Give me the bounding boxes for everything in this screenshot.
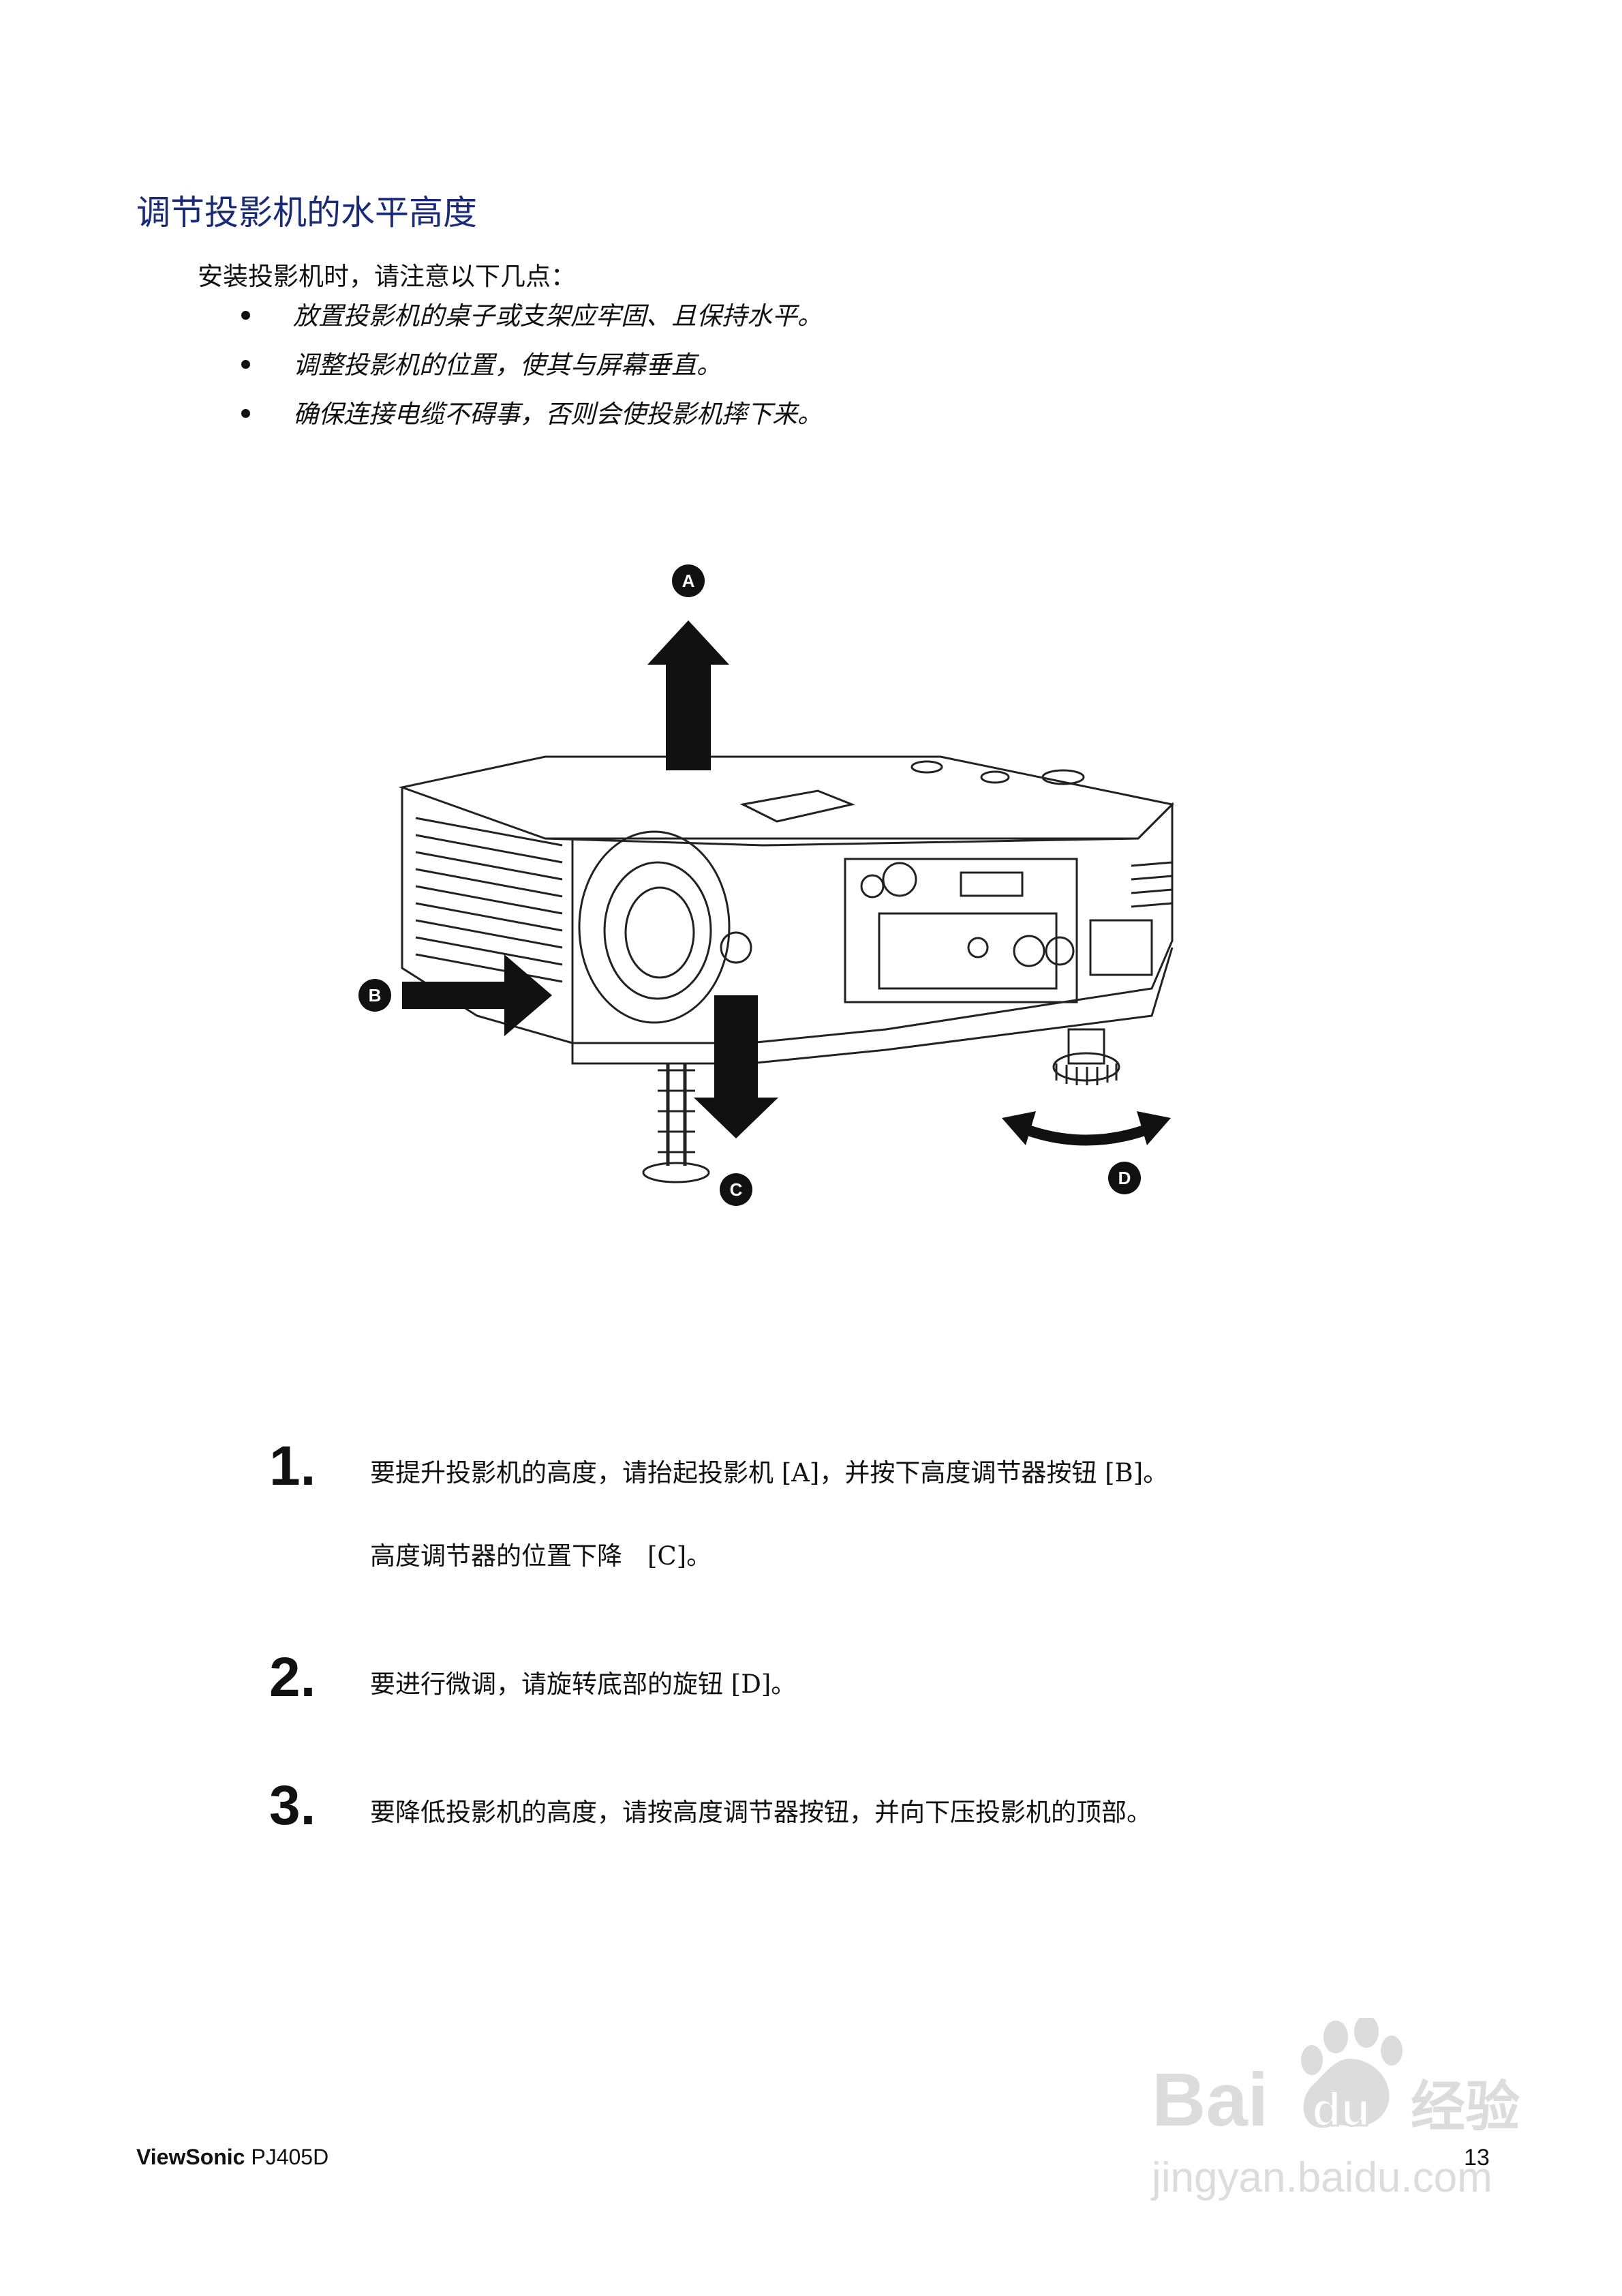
arrow-d-rotate [1020, 1123, 1152, 1146]
label-b: B [369, 985, 382, 1006]
label-b-badge: B [358, 979, 391, 1012]
arrow-a-up [647, 620, 729, 770]
list-item: 调整投影机的位置，使其与屏幕垂直。 [232, 345, 823, 394]
svg-text:经验: 经验 [1411, 2075, 1520, 2139]
arrow-c-down [694, 995, 778, 1138]
label-d: D [1118, 1168, 1131, 1188]
list-item: 确保连接电缆不碍事，否则会使投影机摔下来。 [232, 394, 823, 443]
bullet-list: 放置投影机的桌子或支架应牢固、且保持水平。 调整投影机的位置，使其与屏幕垂直。 … [232, 296, 823, 443]
projector-side-panel [572, 802, 1174, 1044]
svg-text:Bai: Bai [1152, 2058, 1268, 2142]
label-c: C [730, 1179, 743, 1200]
step-number: 3. [269, 1774, 316, 1837]
step-text: 要提升投影机的高度，请抬起投影机 [A]，并按下高度调节器按钮 [B]。 [370, 1458, 1169, 1487]
model-name: PJ405D [251, 2145, 329, 2169]
brand-name: ViewSonic [136, 2145, 245, 2169]
arrow-b-right [402, 954, 552, 1036]
step-number: 1. [269, 1435, 316, 1497]
bullet-text: 确保连接电缆不碍事，否则会使投影机摔下来。 [293, 399, 823, 429]
front-vents [415, 817, 563, 983]
lens [578, 830, 731, 1024]
bullet-text: 调整投影机的位置，使其与屏幕垂直。 [293, 350, 722, 380]
bullet-text: 放置投影机的桌子或支架应牢固、且保持水平。 [293, 301, 823, 331]
baidu-watermark-logo: Bai du 经验 jingyan.baidu.com [1150, 2018, 1520, 2201]
step-number: 2. [269, 1646, 316, 1708]
bullet-dot-icon [241, 360, 250, 369]
bullet-dot-icon [241, 409, 250, 418]
step-text: 要进行微调，请旋转底部的旋钮 [D]。 [370, 1670, 797, 1699]
footer-brand: ViewSonic PJ405D [136, 2145, 328, 2170]
bullet-dot-icon [241, 311, 250, 320]
projector-illustration: A B C D [358, 564, 1175, 1206]
step-text: 要降低投影机的高度，请按高度调节器按钮，并向下压投影机的顶部。 [370, 1798, 1152, 1827]
projector-front-face [401, 787, 574, 1044]
rear-adjustment-knob [1052, 1028, 1120, 1085]
svg-text:du: du [1312, 2083, 1371, 2136]
label-c-badge: C [720, 1173, 752, 1206]
watermark-url: jingyan.baidu.com [1150, 2154, 1493, 2201]
label-a: A [682, 571, 695, 591]
list-item: 放置投影机的桌子或支架应牢固、且保持水平。 [232, 296, 823, 345]
label-d-badge: D [1108, 1162, 1141, 1194]
power-socket [1089, 919, 1153, 976]
step-text-continued: 高度调节器的位置下降 [C]。 [370, 1541, 712, 1571]
side-vents [1131, 861, 1173, 908]
connector-panel [844, 858, 1078, 1003]
page-title: 调节投影机的水平高度 [136, 193, 477, 232]
elevator-foot [642, 1063, 710, 1183]
label-a-badge: A [672, 564, 705, 597]
page-number: 13 [1464, 2145, 1490, 2171]
intro-text: 安装投影机时，请注意以下几点： [198, 262, 576, 291]
